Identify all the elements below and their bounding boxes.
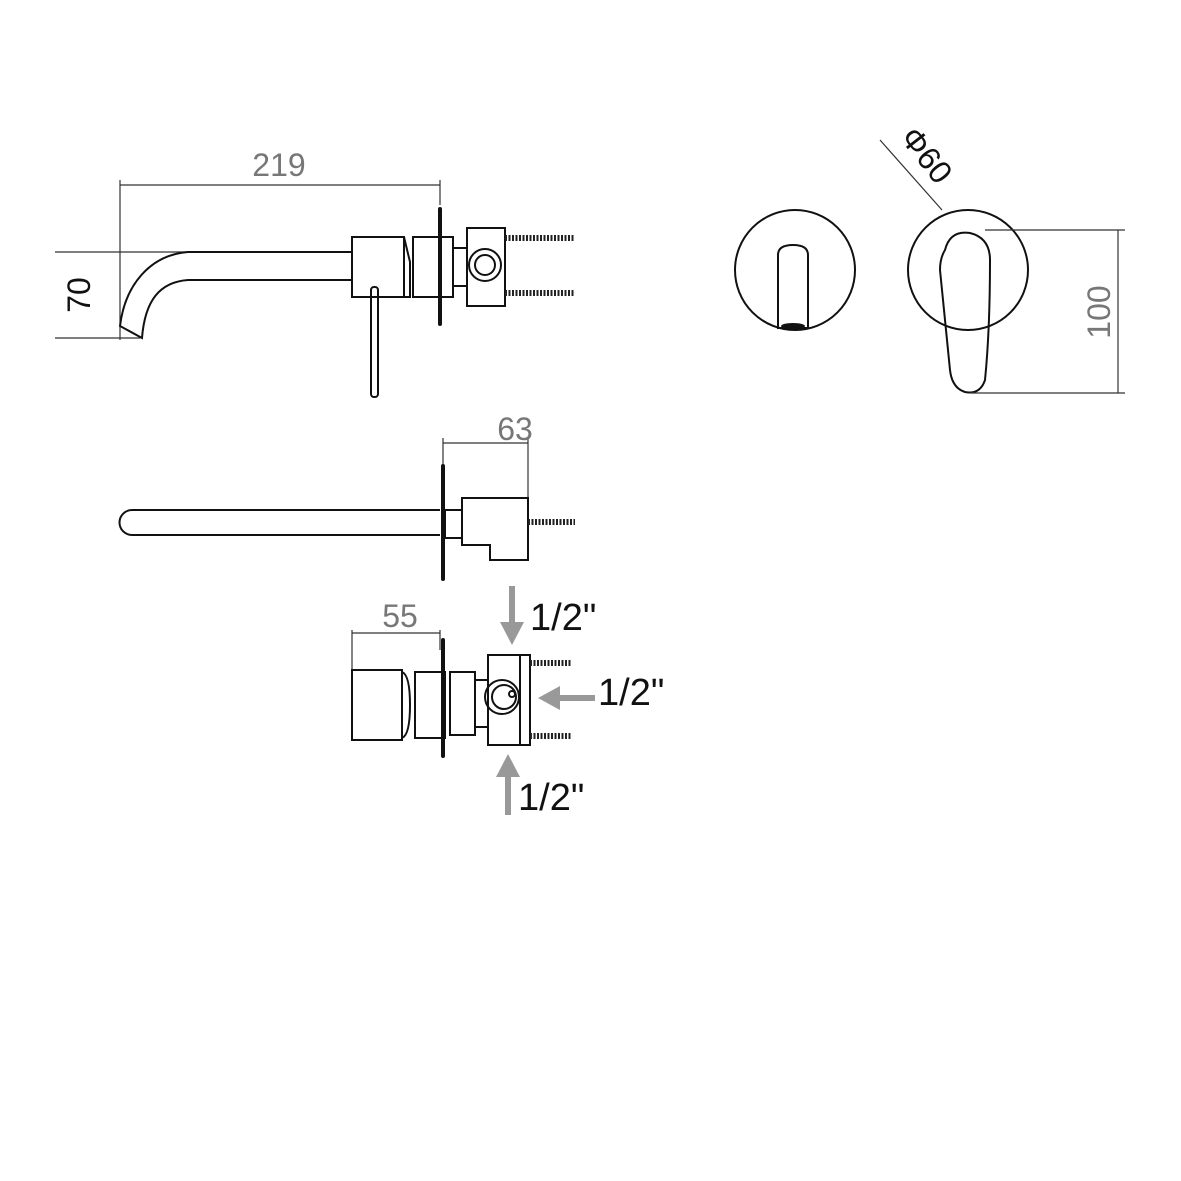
dimension-label-70: 70 bbox=[61, 277, 97, 313]
mixer-body bbox=[351, 207, 575, 398]
dimension-label-100: 100 bbox=[1081, 285, 1117, 338]
dimension-label-diameter-60: Φ60 bbox=[894, 120, 960, 190]
arrow-bottom-inlet: 1/2" bbox=[496, 754, 584, 819]
connection-label-top: 1/2" bbox=[530, 597, 596, 639]
connection-label-bottom: 1/2" bbox=[518, 777, 584, 819]
dimension-100: 100 bbox=[970, 229, 1125, 394]
side-view: 219 70 bbox=[55, 147, 575, 398]
dimension-label-55: 55 bbox=[382, 598, 418, 634]
spout bbox=[118, 251, 352, 340]
dimension-219: 219 bbox=[119, 147, 441, 340]
dimension-55: 55 bbox=[351, 598, 441, 670]
top-view: 63 bbox=[118, 411, 575, 581]
arrow-side-inlet: 1/2" bbox=[538, 672, 664, 714]
arrow-top-inlet: 1/2" bbox=[500, 586, 596, 645]
dimension-diameter-60: Φ60 bbox=[879, 120, 960, 211]
dimension-label-63: 63 bbox=[497, 411, 533, 447]
front-view-spout bbox=[734, 209, 856, 331]
valve-view: 55 1/2" 1/2" 1/2" bbox=[351, 586, 664, 819]
dimension-70: 70 bbox=[55, 251, 190, 339]
connection-label-side: 1/2" bbox=[598, 672, 664, 714]
dimension-label-219: 219 bbox=[252, 147, 305, 183]
dimension-63: 63 bbox=[442, 411, 533, 498]
front-view-handle: Φ60 100 bbox=[879, 120, 1125, 394]
